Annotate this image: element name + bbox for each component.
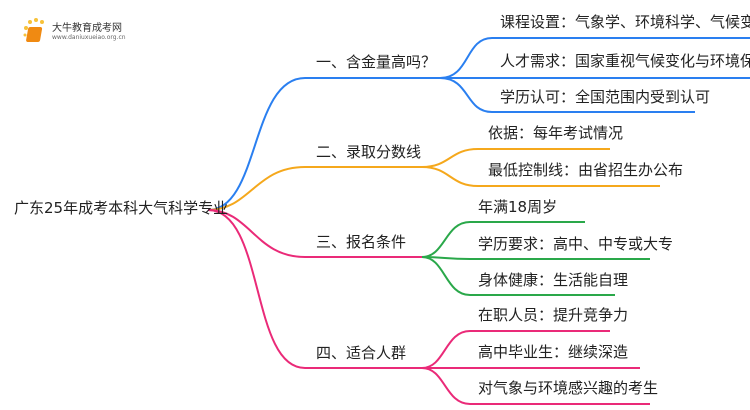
branch-1-item: 学历认可：全国范围内受到认可 bbox=[500, 88, 711, 106]
branch-3-label: 三、报名条件 bbox=[316, 233, 407, 251]
connector-3-1 bbox=[421, 221, 585, 258]
branch-3-item: 学历要求：高中、中专或大专 bbox=[478, 235, 674, 253]
branch-4-label: 四、适合人群 bbox=[316, 344, 407, 362]
root-topic: 广东25年成考本科大气科学专业 bbox=[14, 199, 229, 217]
logo-title: 大牛教育成考网 bbox=[52, 23, 122, 34]
connector-branch-2 bbox=[207, 166, 422, 211]
connector-3-2 bbox=[421, 256, 650, 260]
connector-3-3 bbox=[421, 256, 615, 296]
branch-1-item: 人才需求：国家重视气候变化与环境保护 bbox=[500, 52, 750, 70]
connector-branch-3 bbox=[207, 209, 422, 258]
connector-4-1 bbox=[421, 330, 610, 369]
branch-1-item: 课程设置：气象学、环境科学、气候变化 bbox=[500, 13, 750, 31]
branch-4-item: 高中毕业生：继续深造 bbox=[478, 343, 629, 361]
connector-2-2 bbox=[421, 166, 660, 187]
branch-4-item: 在职人员：提升竞争力 bbox=[478, 306, 629, 324]
connector-branch-4 bbox=[207, 209, 422, 369]
connector-4-3 bbox=[421, 367, 650, 405]
connector-2-1 bbox=[421, 148, 610, 168]
connector-1-1 bbox=[439, 37, 750, 79]
logo-url: www.daniuxueiao.org.cn bbox=[52, 34, 126, 41]
branch-4-item: 对气象与环境感兴趣的考生 bbox=[478, 379, 659, 397]
branch-3-item: 身体健康：生活能自理 bbox=[478, 271, 629, 289]
branch-3-item: 年满18周岁 bbox=[478, 198, 558, 216]
branch-2-item: 依据：每年考试情况 bbox=[488, 124, 624, 142]
logo-icon bbox=[22, 18, 50, 48]
branch-2-label: 二、录取分数线 bbox=[316, 143, 422, 161]
branch-2-item: 最低控制线：由省招生办公布 bbox=[488, 161, 684, 179]
connector-branch-1 bbox=[207, 77, 440, 211]
connector-1-3 bbox=[439, 77, 695, 113]
branch-1-label: 一、含金量高吗？ bbox=[316, 53, 437, 71]
